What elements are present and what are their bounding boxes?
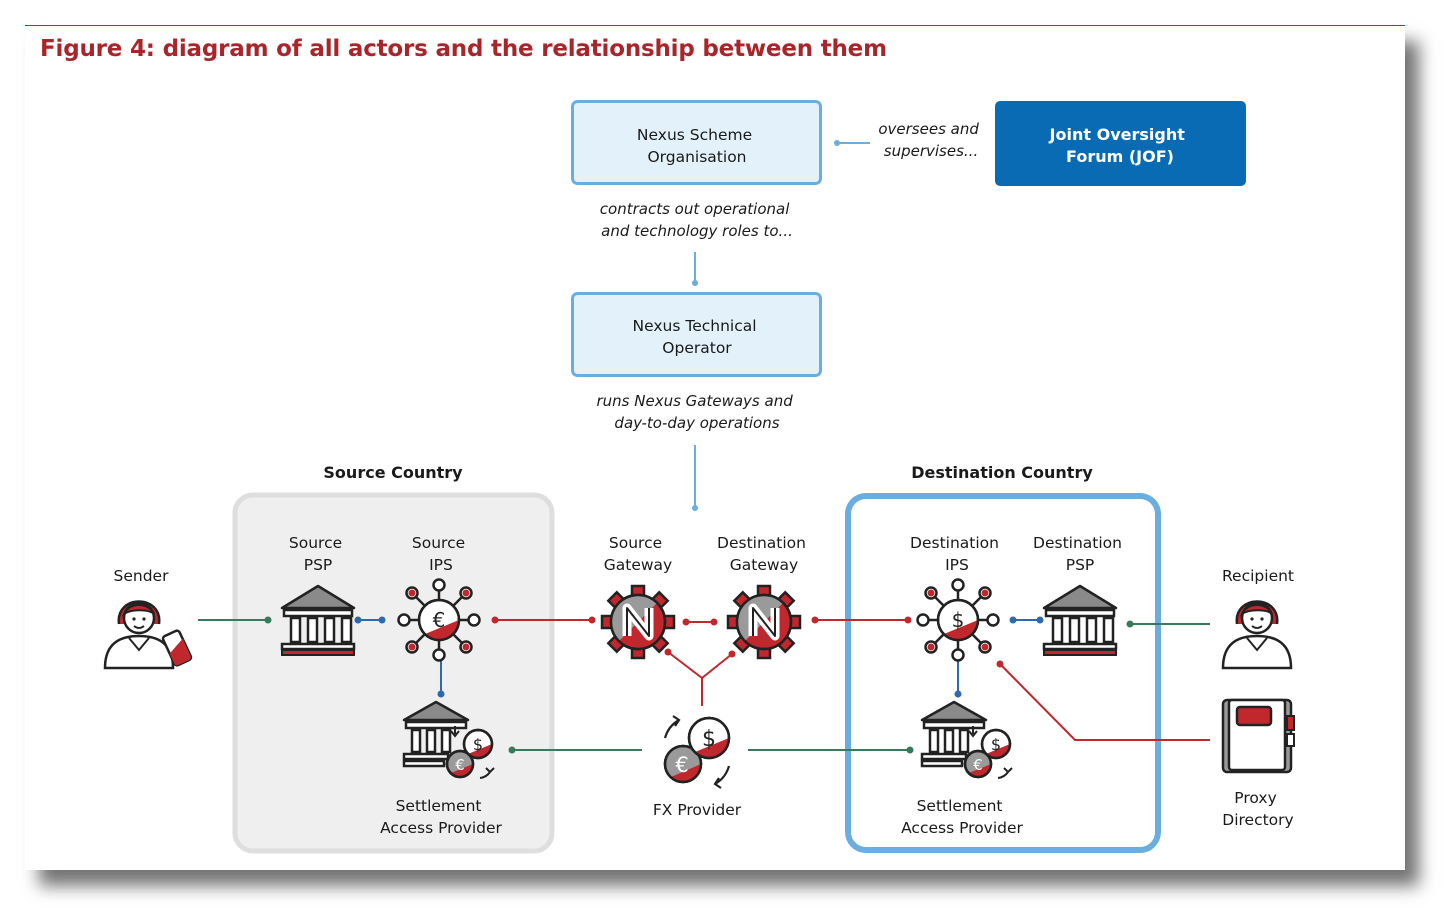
- person-icon: [1221, 600, 1293, 670]
- person-icon: [103, 600, 193, 670]
- destination-country-title: Destination Country: [911, 463, 1093, 482]
- dest-ips-proxy-connector: [999, 663, 1210, 741]
- figure-title: Figure 4: diagram of all actors and the …: [40, 36, 887, 62]
- fx-provider-label: FX Provider: [653, 801, 742, 819]
- svg-text:€: €: [433, 608, 446, 632]
- source-ips-label: Source IPS: [412, 534, 470, 574]
- dollar-hub-icon: $: [916, 578, 1000, 662]
- jof-label: Joint Oversight Forum (JOF): [1049, 125, 1191, 166]
- svg-text:€: €: [675, 753, 688, 777]
- jof-box: [995, 101, 1246, 186]
- gateways-fx-connector: [667, 651, 733, 680]
- svg-text:$: $: [952, 608, 965, 632]
- recipient-label: Recipient: [1222, 567, 1294, 585]
- runs-text: runs Nexus Gateways and day-to-day opera…: [596, 392, 797, 432]
- nexus-operator-label: Nexus Technical Operator: [633, 317, 762, 357]
- source-sap-label: Settlement Access Provider: [380, 797, 502, 837]
- nexus-scheme-box: [571, 100, 822, 185]
- contracts-text: contracts out operational and technology…: [600, 200, 794, 240]
- euro-hub-icon: €: [397, 578, 481, 662]
- nexus-gear-icon: [602, 586, 674, 658]
- source-country-group: [232, 492, 555, 854]
- dest-sap-label: Settlement Access Provider: [901, 797, 1023, 837]
- oversees-text: oversees and supervises...: [878, 120, 983, 160]
- nexus-operator-box: [571, 292, 822, 377]
- dest-psp-label: Destination PSP: [1033, 534, 1127, 574]
- top-rule: [25, 25, 1405, 26]
- nexus-gear-icon: [728, 586, 800, 658]
- source-psp-label: Source PSP: [289, 534, 347, 574]
- proxy-directory-label: Proxy Directory: [1222, 789, 1293, 829]
- currency-exchange-icon: € $: [663, 715, 731, 789]
- source-country-title: Source Country: [323, 463, 463, 482]
- source-gateway-label: Source Gateway: [604, 534, 672, 574]
- svg-text:$: $: [702, 727, 716, 752]
- sender-label: Sender: [114, 567, 170, 585]
- dest-ips-label: Destination IPS: [910, 534, 1004, 574]
- dest-gateway-label: Destination Gateway: [717, 534, 811, 574]
- nexus-scheme-label: Nexus Scheme Organisation: [637, 126, 757, 166]
- address-book-icon: [1221, 698, 1295, 774]
